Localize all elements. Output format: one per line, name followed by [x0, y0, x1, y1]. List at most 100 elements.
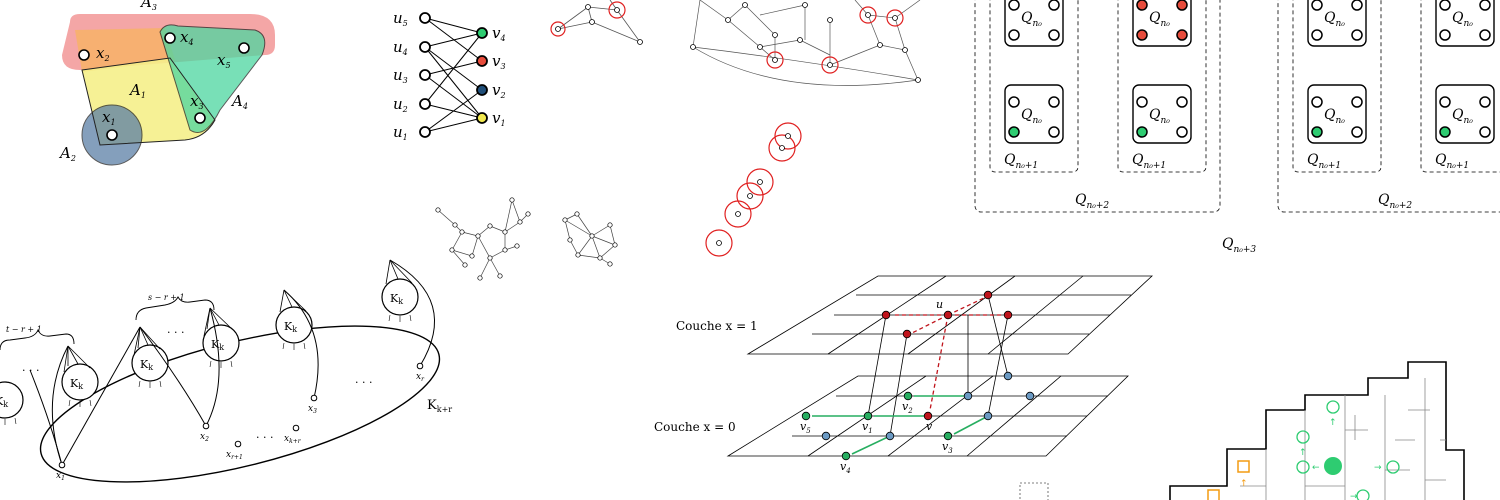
bipartite-graph: u5 u4 u3 u2 u1 v4 v3 v2 [393, 9, 506, 142]
maze-orange-square-1 [1237, 460, 1250, 473]
hypercube-panels: Qn₀+2Qn₀+1Qn₀Qn₀Qn₀+1Qn₀Qn₀Qn₀+2Qn₀+1Qn₀… [974, 0, 1500, 213]
svg-text:u4: u4 [393, 38, 408, 57]
bipartite-left-u1: u1 [393, 123, 431, 142]
bipartite-right-v4: v4 [476, 24, 506, 43]
panel-label: Qn₀+2 [1075, 192, 1109, 211]
cube-vertex [1351, 96, 1363, 108]
cube-vertex [1479, 126, 1491, 138]
svg-text:v2: v2 [492, 81, 506, 100]
cube-vertex [1136, 29, 1148, 41]
bipartite-right-v2: v2 [476, 81, 506, 100]
red-circle-chain [705, 122, 802, 257]
small-graph-2-nodes [562, 211, 618, 267]
small-graph-1 [437, 199, 529, 279]
tile-label: Qn₀ [1149, 107, 1170, 126]
node-u-label: u [936, 298, 943, 311]
svg-text:x3: x3 [190, 92, 204, 111]
node-v2-label: v2 [902, 400, 913, 415]
maze-arrows: ↑ ↑ ← → → [1299, 418, 1382, 500]
clique-4: Kk [202, 324, 240, 362]
red-dashed-arrows [892, 297, 1002, 411]
big-clique-label: Kk+r [427, 398, 452, 414]
layer-bottom-label: Couche x = 0 [654, 420, 736, 434]
svg-text:Kk: Kk [390, 292, 403, 306]
cube-vertex [1008, 29, 1020, 41]
brace-right-label: s − r + 1 [148, 293, 185, 302]
cube-vertex [1136, 0, 1148, 11]
clique-vertex-x1: x1 [56, 461, 66, 482]
tile-label: Qn₀ [1324, 10, 1345, 29]
clique-6: Kk [381, 278, 419, 316]
ellipsis-2: · · · [167, 326, 184, 339]
cube-vertex [1311, 0, 1323, 11]
hypergraph-vertex-x1: x1 [102, 108, 118, 141]
cube-tile: Qn₀ [1004, 84, 1064, 144]
cube-vertex [1008, 96, 1020, 108]
set-a1-label: A1 [128, 81, 146, 100]
svg-text:x2: x2 [200, 432, 209, 443]
brace-right [135, 295, 215, 321]
clique-vertex-x3: x3 [308, 394, 318, 415]
set-a4-label: A4 [230, 92, 248, 111]
svg-text:v3: v3 [492, 52, 506, 71]
brace-left-label: t − r + 1 [6, 325, 42, 334]
cliques-diagram: Kk+r Kk Kk Kk Kk Kk Kk [0, 259, 452, 483]
svg-text:x4: x4 [180, 28, 194, 47]
group-label: Qn₀+1 [1435, 152, 1469, 171]
green-arrows [812, 395, 989, 455]
clique-5: Kk [275, 306, 313, 344]
cube-vertex [1048, 126, 1060, 138]
svg-text:x3: x3 [308, 404, 317, 415]
cube-vertex [1176, 0, 1188, 11]
bipartite-left-u3: u3 [393, 66, 431, 85]
svg-text:xr: xr [416, 372, 425, 383]
cube-vertex [1479, 0, 1491, 11]
bipartite-left-u5: u5 [393, 9, 431, 28]
bipartite-left-u2: u2 [393, 95, 431, 114]
panel-label: Qn₀+2 [1378, 192, 1412, 211]
svg-text:xr+1: xr+1 [226, 450, 243, 461]
cube-vertex [1048, 29, 1060, 41]
svg-text:Kk: Kk [211, 338, 224, 352]
clique-curves [29, 259, 435, 466]
cube-vertex [1479, 29, 1491, 41]
clique-1: Kk [0, 381, 24, 419]
node-v-label: v [926, 420, 933, 433]
cube-vertex [1311, 29, 1323, 41]
cube-vertex [1008, 0, 1020, 11]
cube-vertex [1439, 0, 1451, 11]
set-a1-outline [81, 57, 216, 146]
maze-walls [1240, 378, 1446, 500]
svg-text:↑: ↑ [1329, 418, 1337, 428]
clique-vertex-xr: xr [416, 362, 425, 383]
svg-text:u3: u3 [393, 66, 408, 85]
cube-vertex [1351, 29, 1363, 41]
svg-text:v4: v4 [492, 24, 506, 43]
ellipsis-4: · · · [256, 431, 273, 444]
svg-text:Kk: Kk [0, 395, 8, 409]
layer-connectors [867, 294, 1009, 437]
set-a4-region [159, 24, 266, 133]
cube-vertex [1351, 0, 1363, 11]
cube-vertex [1008, 126, 1020, 138]
clique-ticks [4, 314, 412, 425]
svg-text:x5: x5 [217, 51, 231, 70]
set-a2-label: A2 [58, 144, 76, 163]
maze-outline [1169, 361, 1465, 500]
cube-tile: Qn₀ [1435, 0, 1495, 47]
cube-vertex [1176, 126, 1188, 138]
cube-vertex [1048, 96, 1060, 108]
svg-text:u5: u5 [393, 9, 408, 28]
node-v4-label: v4 [840, 460, 851, 475]
group-label: Qn₀+1 [1307, 152, 1341, 171]
small-dashed-box [1019, 482, 1049, 500]
clique-fans [63, 259, 413, 373]
bipartite-right-v1: v1 [476, 109, 506, 128]
cube-tile: Qn₀ [1004, 0, 1064, 47]
tile-label: Qn₀ [1021, 107, 1042, 126]
node-v1-label: v1 [862, 420, 873, 435]
